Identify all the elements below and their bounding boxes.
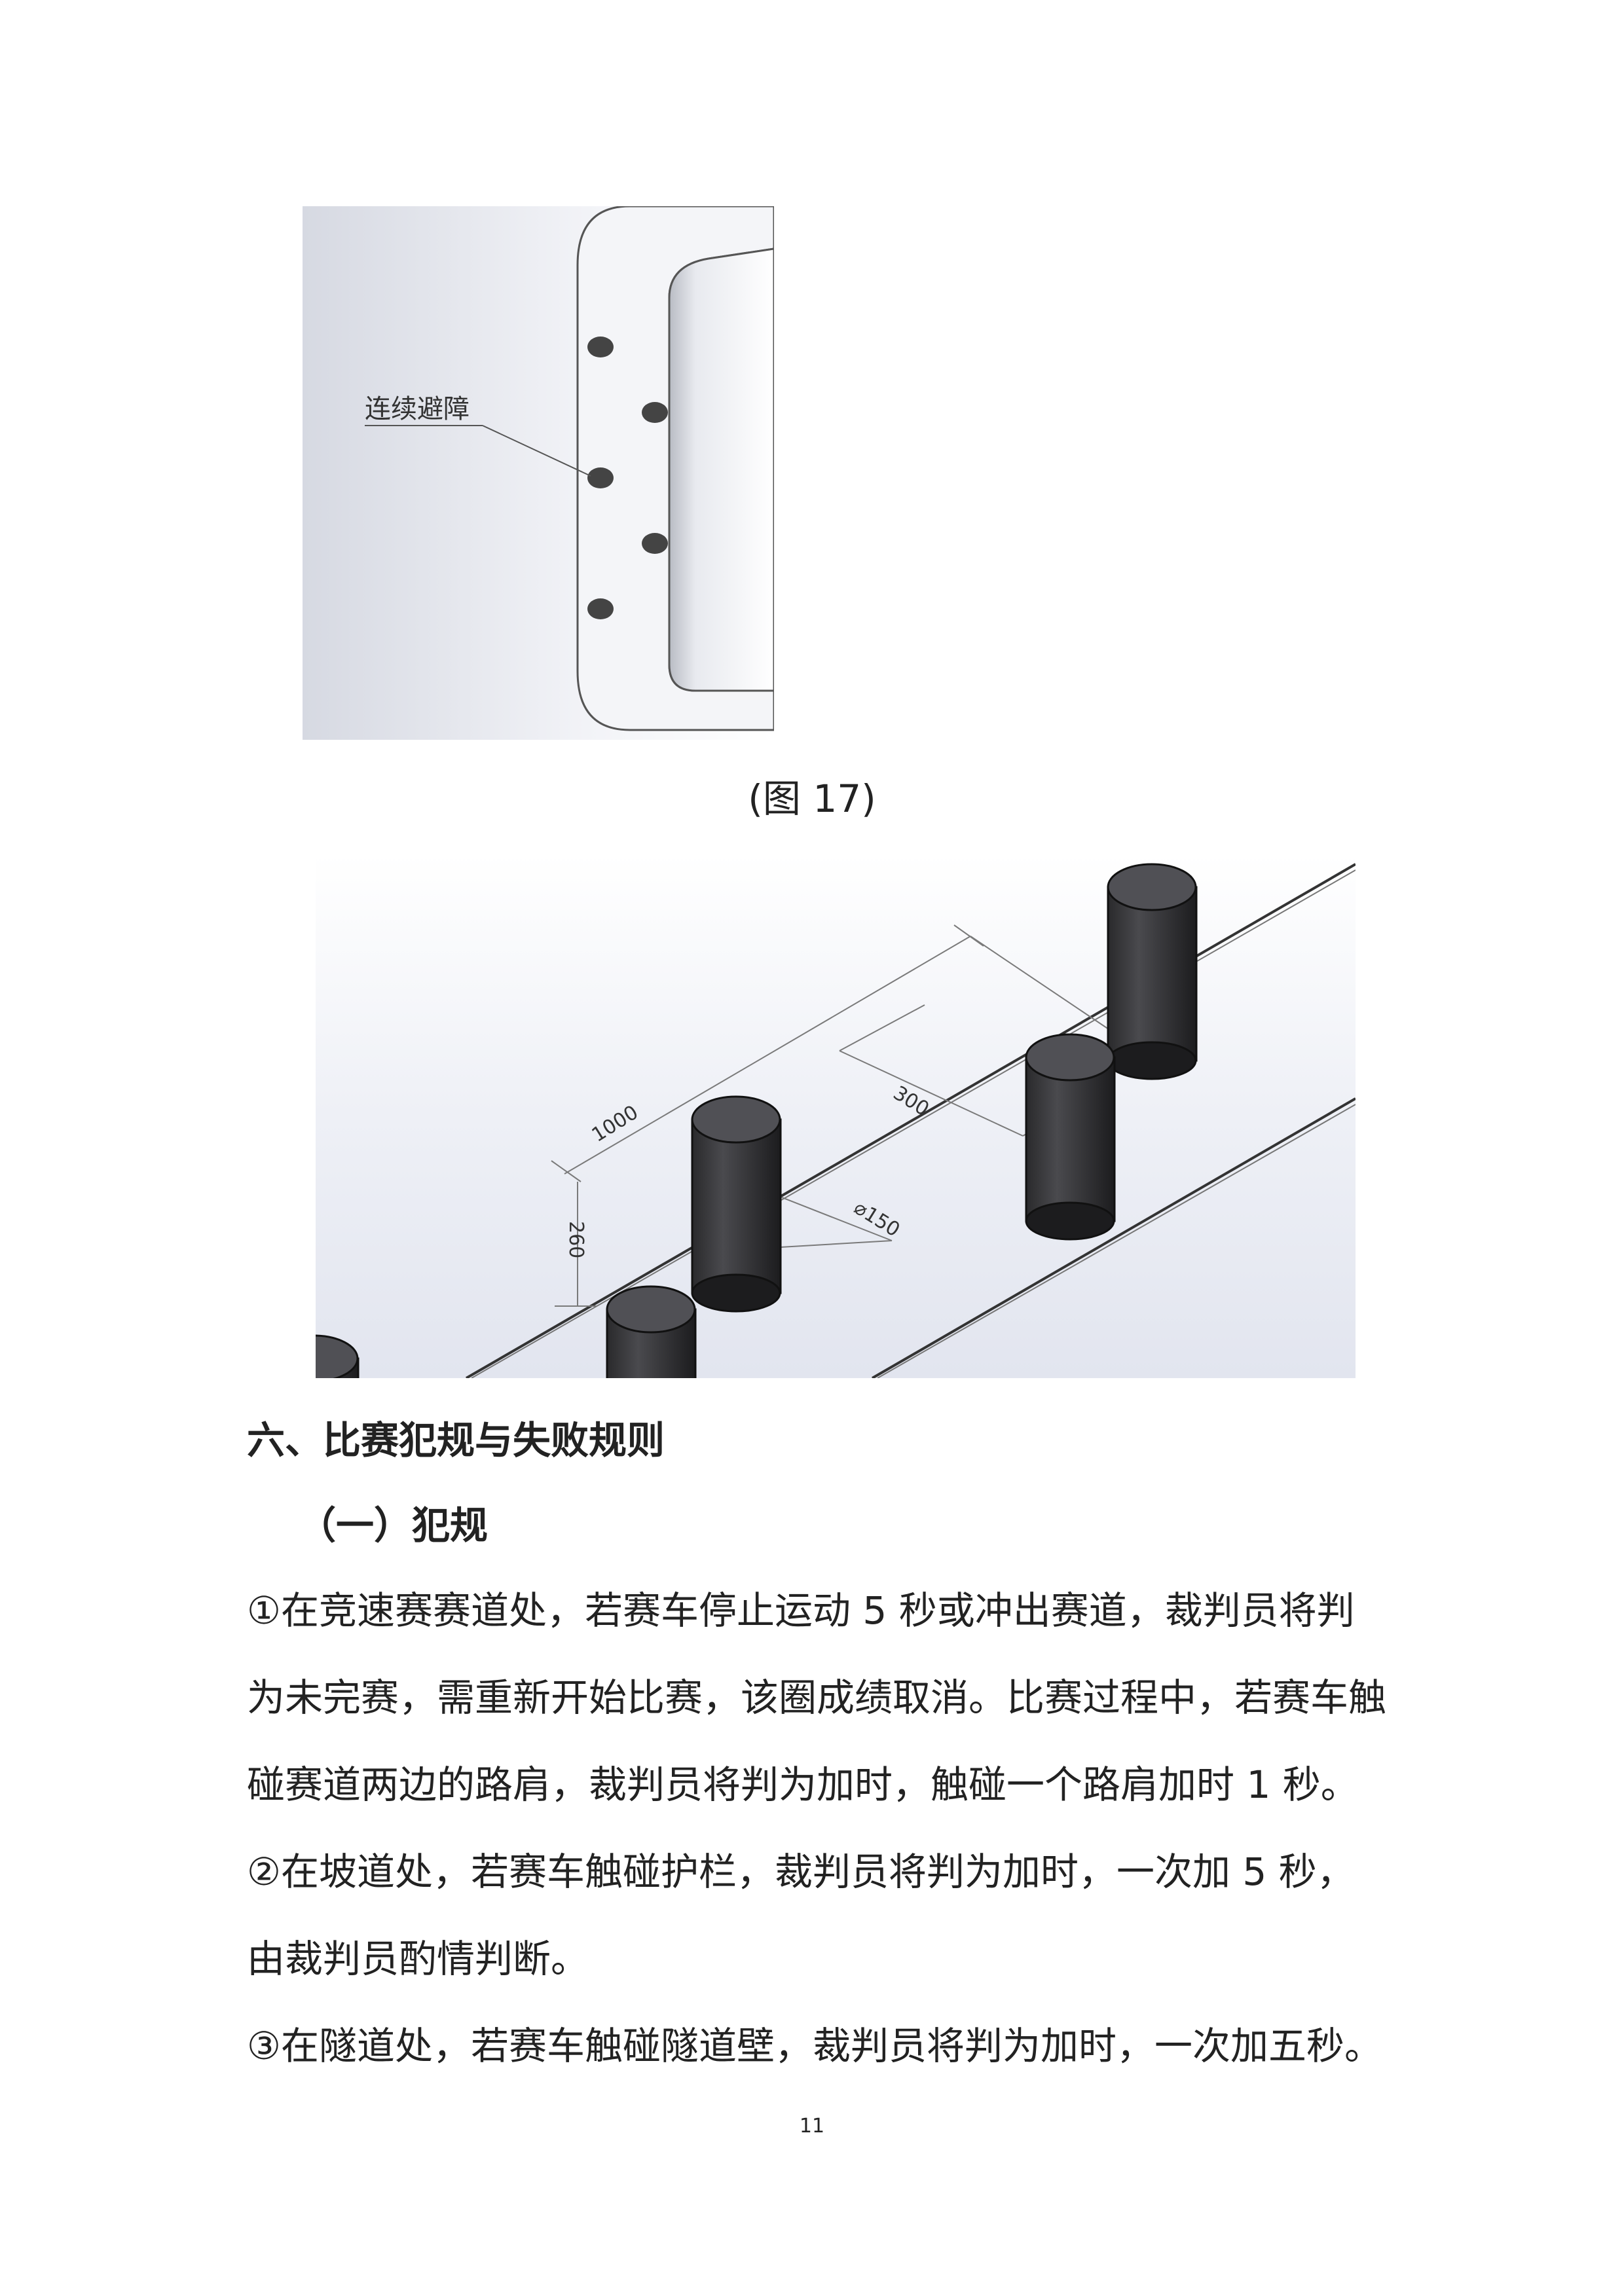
track-edge-left bbox=[465, 863, 1357, 1379]
leader-line bbox=[482, 425, 591, 477]
paragraph-line: 由裁判员酌情判断。 bbox=[247, 1937, 589, 1981]
cylinder-obstacle bbox=[606, 1285, 697, 1389]
track-inner-area bbox=[668, 247, 775, 692]
figure-18: 1000 300 ⌀150 260 bbox=[268, 854, 1357, 1399]
obstacle-marker bbox=[642, 533, 668, 554]
cylinder-obstacle bbox=[691, 1095, 782, 1313]
figure-17-caption: (图 17) bbox=[748, 776, 876, 821]
obstacle-marker bbox=[587, 598, 614, 619]
obstacle-marker bbox=[587, 337, 614, 357]
figure-18-drawing: 1000 300 ⌀150 260 bbox=[268, 854, 1357, 1399]
dimension-260: 260 bbox=[564, 1221, 587, 1258]
paragraph-line: ③在隧道处，若赛车触碰隧道壁，裁判员将判为加时，一次加五秒。 bbox=[247, 2024, 1382, 2068]
obstacle-marker bbox=[587, 467, 614, 488]
figure-17-drawing: 连续避障 bbox=[303, 205, 775, 740]
subsection-heading: （一）犯规 bbox=[298, 1503, 489, 1548]
figure-18-background bbox=[316, 854, 1356, 1378]
paragraph-line: ①在竞速赛赛道处，若赛车停止运动 5 秒或冲出赛道，裁判员将判 bbox=[247, 1588, 1355, 1633]
paragraph-line: 碰赛道两边的路肩，裁判员将判为加时，触碰一个路肩加时 1 秒。 bbox=[247, 1762, 1359, 1807]
obstacle-marker bbox=[642, 402, 668, 423]
paragraph-line: 为未完赛，需重新开始比赛，该圈成绩取消。比赛过程中，若赛车触 bbox=[247, 1675, 1387, 1720]
section-heading: 六、比赛犯规与失败规则 bbox=[247, 1418, 665, 1463]
paragraph-line: ②在坡道处，若赛车触碰护栏，裁判员将判为加时，一次加 5 秒， bbox=[247, 1850, 1355, 1894]
cylinder-obstacle bbox=[1107, 863, 1198, 1080]
obstacle-label: 连续避障 bbox=[365, 394, 470, 424]
track-edge-right-inner bbox=[877, 1104, 1356, 1379]
page-number: 11 bbox=[799, 2115, 825, 2138]
track-edge-right bbox=[871, 1097, 1357, 1379]
cylinder-obstacle bbox=[1025, 1033, 1116, 1241]
figure-17: 连续避障 bbox=[303, 205, 775, 740]
